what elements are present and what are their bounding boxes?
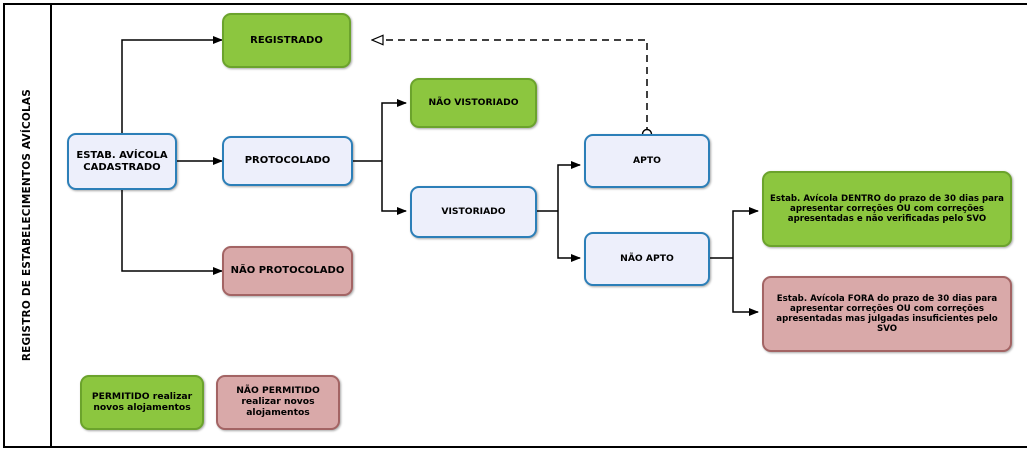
node-estab-line1: ESTAB. AVÍCOLA — [76, 149, 168, 161]
outer-frame — [3, 3, 1027, 448]
node-dentro-prazo[interactable]: Estab. Avícola DENTRO do prazo de 30 dia… — [762, 171, 1012, 247]
node-dentro-prazo-label: Estab. Avícola DENTRO do prazo de 30 dia… — [770, 193, 1004, 225]
node-nao-apto-label: NÃO APTO — [620, 252, 674, 264]
legend-nao-permitido-line1: NÃO PERMITIDO — [236, 385, 320, 397]
node-protocolado[interactable]: PROTOCOLADO — [222, 136, 353, 186]
node-registrado[interactable]: REGISTRADO — [222, 13, 351, 68]
node-vistoriado-label: VISTORIADO — [441, 205, 506, 217]
node-nao-protocolado[interactable]: NÃO PROTOCOLADO — [222, 246, 353, 296]
node-vistoriado[interactable]: VISTORIADO — [410, 186, 537, 238]
legend-permitido: PERMITIDO realizar novos alojamentos — [80, 375, 204, 430]
edge-estab-to-nao-protocolado — [121, 190, 223, 275]
legend-nao-permitido-label: NÃO PERMITIDO realizar novos alojamentos — [232, 384, 324, 421]
node-estab-line2: CADASTRADO — [83, 161, 161, 173]
node-nao-vistoriado[interactable]: NÃO VISTORIADO — [410, 78, 537, 128]
node-fora-prazo[interactable]: Estab. Avícola FORA do prazo de 30 dias … — [762, 276, 1012, 352]
node-registrado-label: REGISTRADO — [250, 34, 323, 46]
legend-nao-permitido-line3: alojamentos — [246, 406, 310, 418]
legend-permitido-line2: novos alojamentos — [93, 401, 191, 413]
legend-nao-permitido: NÃO PERMITIDO realizar novos alojamentos — [216, 375, 340, 430]
legend-permitido-label: PERMITIDO realizar novos alojamentos — [88, 390, 196, 416]
node-nao-protocolado-label: NÃO PROTOCOLADO — [230, 265, 345, 277]
edge-vistoriado-to-apto — [557, 161, 581, 211]
edge-protocolado-to-vistoriado — [381, 161, 407, 215]
edge-nao-apto-to-dentro-prazo — [732, 207, 759, 258]
edge-apto-to-registrado-dashed — [372, 40, 648, 134]
legend-nao-permitido-line2: realizar novos — [241, 396, 315, 408]
edge-vistoriado-to-nao-apto — [557, 211, 581, 262]
node-nao-apto[interactable]: NÃO APTO — [584, 232, 710, 286]
node-apto-label: APTO — [633, 154, 661, 166]
node-estab-avicola-cadastrado[interactable]: ESTAB. AVÍCOLA CADASTRADO — [67, 133, 177, 190]
node-apto[interactable]: APTO — [584, 134, 710, 188]
edge-estab-to-registrado — [121, 36, 223, 141]
node-estab-avicola-cadastrado-label: ESTAB. AVÍCOLA CADASTRADO — [72, 148, 171, 176]
node-protocolado-label: PROTOCOLADO — [244, 155, 331, 167]
edge-nao-apto-to-fora-prazo — [732, 258, 759, 316]
edge-protocolado-to-nao-vistoriado — [381, 99, 407, 161]
node-nao-vistoriado-label: NÃO VISTORIADO — [428, 96, 519, 108]
legend-permitido-line1: PERMITIDO realizar — [91, 390, 193, 402]
node-fora-prazo-label: Estab. Avícola FORA do prazo de 30 dias … — [776, 293, 998, 335]
